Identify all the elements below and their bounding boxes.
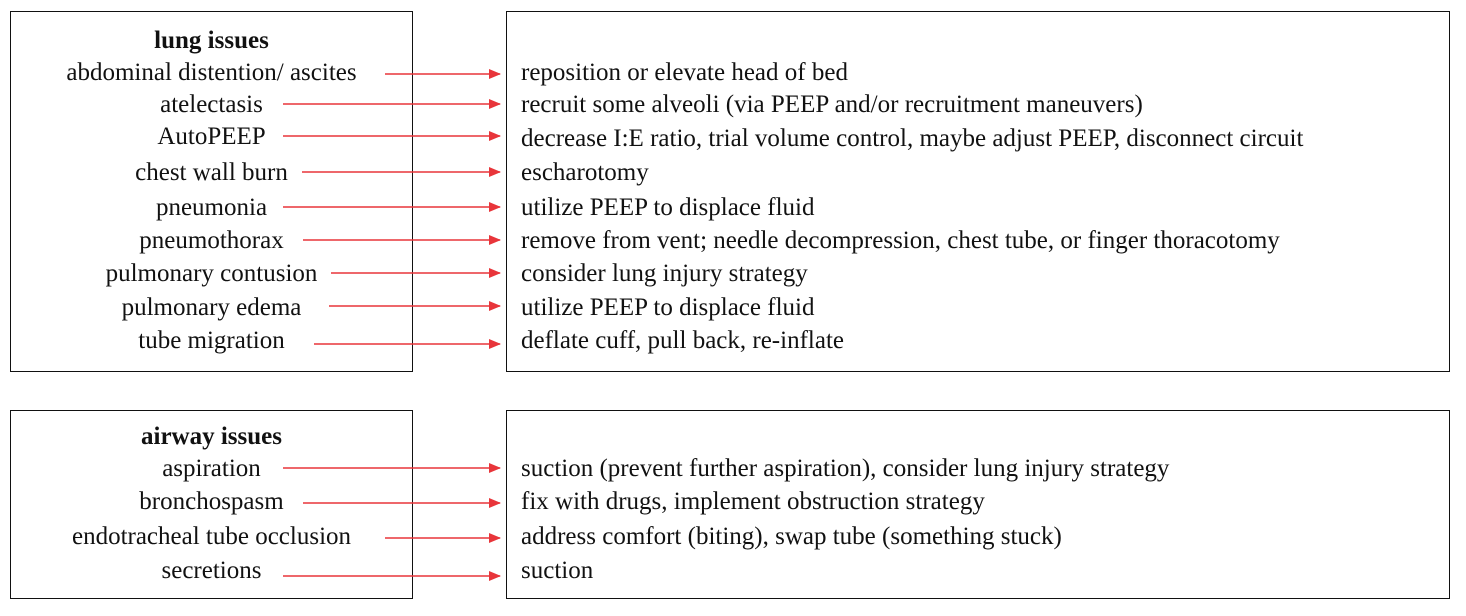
lung-solution-3: escharotomy: [521, 159, 649, 186]
lung-problem-0: abdominal distention/ ascites: [66, 59, 357, 86]
airway-solutions-box: [506, 410, 1450, 599]
lung-issues-title: lung issues: [154, 27, 269, 54]
lung-solution-2: decrease I:E ratio, trial volume control…: [521, 125, 1304, 152]
airway-issues-box: [10, 410, 413, 599]
lung-solution-1: recruit some alveoli (via PEEP and/or re…: [521, 91, 1143, 118]
lung-problem-6: pulmonary contusion: [105, 260, 318, 287]
lung-problem-4: pneumonia: [155, 194, 268, 221]
lung-problem-3: chest wall burn: [135, 159, 288, 186]
airway-solution-3: suction: [521, 557, 594, 584]
lung-problem-5: pneumothorax: [139, 227, 284, 254]
lung-issues-box: [10, 11, 413, 372]
airway-problem-3: secretions: [161, 557, 262, 584]
airway-solution-2: address comfort (biting), swap tube (som…: [521, 523, 1062, 550]
lung-problem-8: tube migration: [138, 327, 285, 354]
airway-solution-0: suction (prevent further aspiration), co…: [521, 455, 1170, 482]
lung-solution-5: remove from vent; needle decompression, …: [521, 227, 1280, 254]
airway-issues-title: airway issues: [141, 423, 282, 450]
lung-solution-6: consider lung injury strategy: [521, 260, 808, 287]
airway-solution-1: fix with drugs, implement obstruction st…: [521, 488, 985, 515]
lung-solution-4: utilize PEEP to displace fluid: [521, 194, 815, 221]
lung-solution-0: reposition or elevate head of bed: [521, 59, 848, 86]
airway-problem-1: bronchospasm: [139, 488, 284, 515]
lung-solution-8: deflate cuff, pull back, re-inflate: [521, 327, 844, 354]
airway-problem-2: endotracheal tube occlusion: [71, 523, 352, 550]
lung-problem-2: AutoPEEP: [157, 123, 266, 150]
lung-problem-1: atelectasis: [160, 91, 263, 118]
airway-problem-0: aspiration: [162, 455, 261, 482]
lung-problem-7: pulmonary edema: [121, 294, 302, 321]
lung-solutions-box: [506, 11, 1450, 372]
lung-solution-7: utilize PEEP to displace fluid: [521, 294, 815, 321]
